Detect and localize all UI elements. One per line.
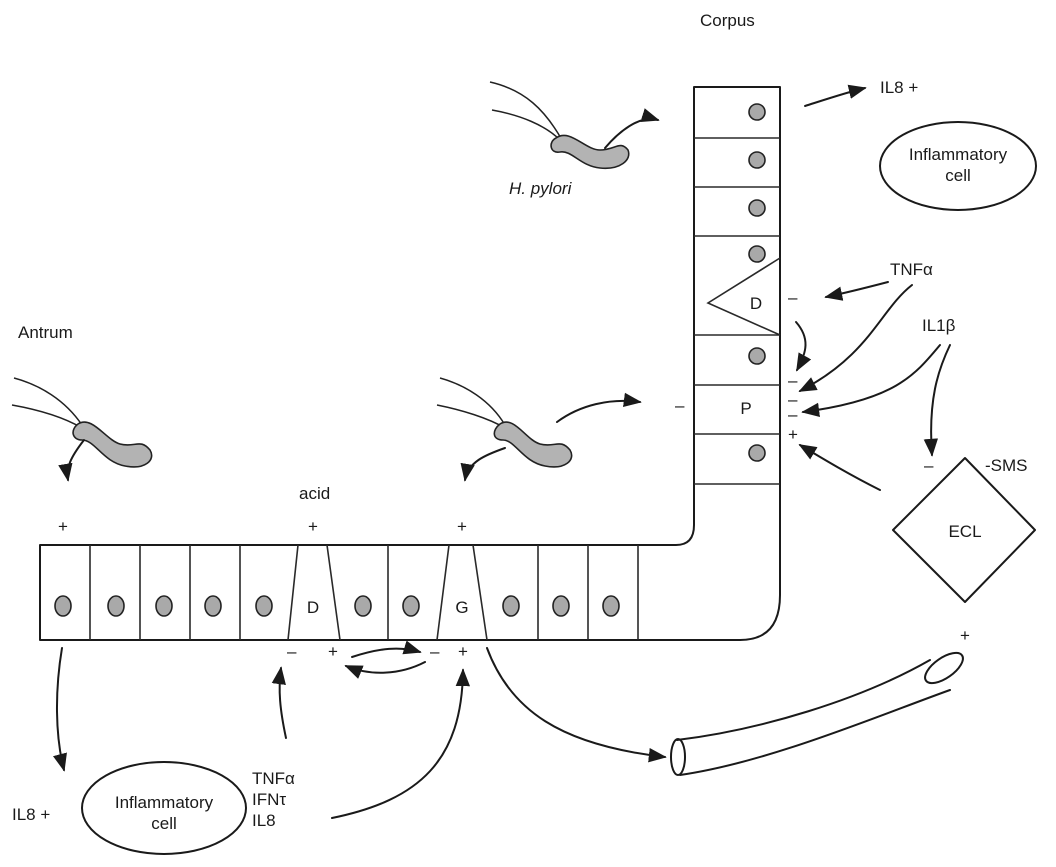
il1b-label: IL1β xyxy=(922,316,956,335)
il8-list-label: IL8 xyxy=(252,811,276,830)
sign-p-right-minus-1: – xyxy=(788,371,798,390)
corpus-p-label: P xyxy=(740,399,751,418)
sign-acid-plus: + xyxy=(308,517,318,536)
sign-p-right-minus-3: – xyxy=(788,405,798,424)
h-pylori-label: H. pylori xyxy=(509,179,573,198)
sign-antrum-bug-plus: + xyxy=(58,517,68,536)
corpus-d-cell xyxy=(708,258,780,335)
il8-top-label: IL8 + xyxy=(880,78,918,97)
antrum-d-cell xyxy=(288,545,340,640)
antrum-d-label: D xyxy=(307,598,319,617)
inflammatory-top-line2: cell xyxy=(945,166,971,185)
ecl-label: ECL xyxy=(948,522,981,541)
sign-d-bottom-plus: + xyxy=(328,642,338,661)
antrum-g-cell xyxy=(437,545,487,640)
antrum-cell-dividers xyxy=(90,545,638,640)
il8-bottom-label: IL8 + xyxy=(12,805,50,824)
sign-ecl-minus: – xyxy=(924,456,934,475)
ifn-label: IFNτ xyxy=(252,790,286,809)
corpus-d-label: D xyxy=(750,294,762,313)
sign-corpus-d-minus: – xyxy=(788,288,798,307)
sign-g-bottom-minus: – xyxy=(430,642,440,661)
h-pylori-antrum-mid xyxy=(437,378,572,467)
corpus-label: Corpus xyxy=(700,11,755,30)
h-pylori-corpus xyxy=(490,82,629,168)
inflammatory-bottom-line1: Inflammatory xyxy=(115,793,214,812)
sign-d-bottom-minus: – xyxy=(287,642,297,661)
sign-vessel-plus: + xyxy=(960,626,970,645)
tnf-alpha-top: TNFα xyxy=(890,260,933,279)
blood-vessel xyxy=(671,647,968,775)
sign-g-top-plus: + xyxy=(457,517,467,536)
gland-outline xyxy=(40,87,780,640)
sign-g-bottom-plus: + xyxy=(458,642,468,661)
inflammatory-top-line1: Inflammatory xyxy=(909,145,1008,164)
h-pylori-antrum-left xyxy=(12,378,152,467)
tnf-alpha-bottom: TNFα xyxy=(252,769,295,788)
sms-label: -SMS xyxy=(985,456,1028,475)
inflammatory-bottom-line2: cell xyxy=(151,814,177,833)
sign-p-right-plus: + xyxy=(788,425,798,444)
corpus-cell-dividers xyxy=(694,138,780,484)
antrum-g-label: G xyxy=(455,598,468,617)
antrum-label: Antrum xyxy=(18,323,73,342)
sign-p-left-minus: – xyxy=(675,396,685,415)
acid-label: acid xyxy=(299,484,330,503)
